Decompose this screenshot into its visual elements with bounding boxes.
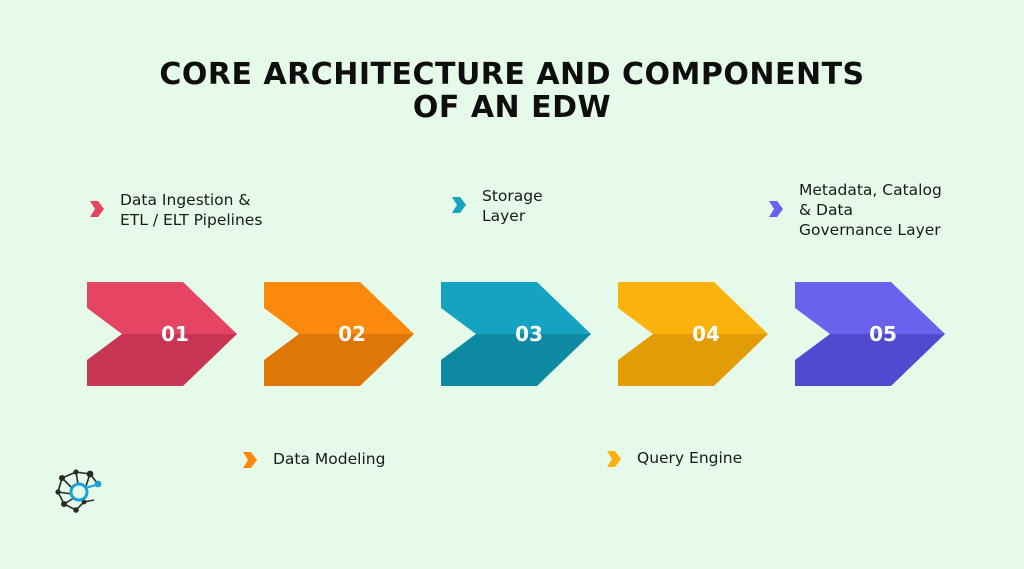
- chevron-marker-icon: [769, 201, 783, 217]
- step-label-4: Query Engine: [607, 448, 742, 468]
- chevron-marker-icon: [90, 201, 104, 217]
- step-label-5: Metadata, Catalog & Data Governance Laye…: [769, 180, 942, 240]
- chevron-bottom-half: [618, 334, 768, 386]
- step-label-1: Data Ingestion & ETL / ELT Pipelines: [90, 190, 262, 230]
- chevron-top-half: [795, 282, 945, 334]
- marker-shape: [769, 201, 783, 217]
- step-chevron-1: 01: [87, 282, 237, 386]
- step-number: 05: [869, 322, 897, 346]
- chevron-shape: [618, 282, 768, 386]
- title-line-1: CORE ARCHITECTURE AND COMPONENTS: [159, 57, 865, 92]
- logo-accent-ring: [69, 482, 89, 502]
- logo-accent-node: [94, 480, 102, 488]
- step-label-text: Metadata, Catalog & Data Governance Laye…: [799, 181, 942, 239]
- diagram-title: CORE ARCHITECTURE AND COMPONENTS OF AN E…: [0, 58, 1024, 124]
- chevron-top-half: [264, 282, 414, 334]
- step-label-text: Query Engine: [637, 449, 743, 467]
- chevron-top-half: [441, 282, 591, 334]
- chevron-bottom-half: [87, 334, 237, 386]
- step-number: 02: [338, 322, 366, 346]
- chevron-bottom-half: [264, 334, 414, 386]
- title-line-2: OF AN EDW: [412, 90, 612, 125]
- chevron-top-half: [87, 282, 237, 334]
- marker-shape: [607, 451, 621, 467]
- step-chevron-5: 05: [795, 282, 945, 386]
- step-chevron-2: 02: [264, 282, 414, 386]
- chevron-bottom-half: [441, 334, 591, 386]
- chevron-marker-icon: [607, 451, 621, 467]
- step-label-2: Data Modeling: [243, 449, 385, 469]
- chevron-top-half: [618, 282, 768, 334]
- marker-shape: [243, 452, 257, 468]
- chevron-shape: [87, 282, 237, 386]
- step-number: 03: [515, 322, 543, 346]
- step-chevron-4: 04: [618, 282, 768, 386]
- marker-shape: [452, 197, 466, 213]
- logo-nodes: [55, 469, 94, 513]
- step-chevron-3: 03: [441, 282, 591, 386]
- chevron-shape: [795, 282, 945, 386]
- chevron-marker-icon: [243, 452, 257, 468]
- network-brain-logo-icon: [55, 469, 102, 513]
- step-label-text: Data Modeling: [273, 450, 386, 468]
- step-number: 04: [692, 322, 720, 346]
- step-label-3: Storage Layer: [452, 186, 543, 226]
- step-label-text: Data Ingestion & ETL / ELT Pipelines: [120, 191, 263, 229]
- step-number: 01: [161, 322, 189, 346]
- marker-shape: [90, 201, 104, 217]
- step-label-text: Storage Layer: [482, 187, 543, 225]
- logo-accent-link: [84, 484, 97, 489]
- chevron-bottom-half: [795, 334, 945, 386]
- chevron-shape: [264, 282, 414, 386]
- chevron-marker-icon: [452, 197, 466, 213]
- chevron-shape: [441, 282, 591, 386]
